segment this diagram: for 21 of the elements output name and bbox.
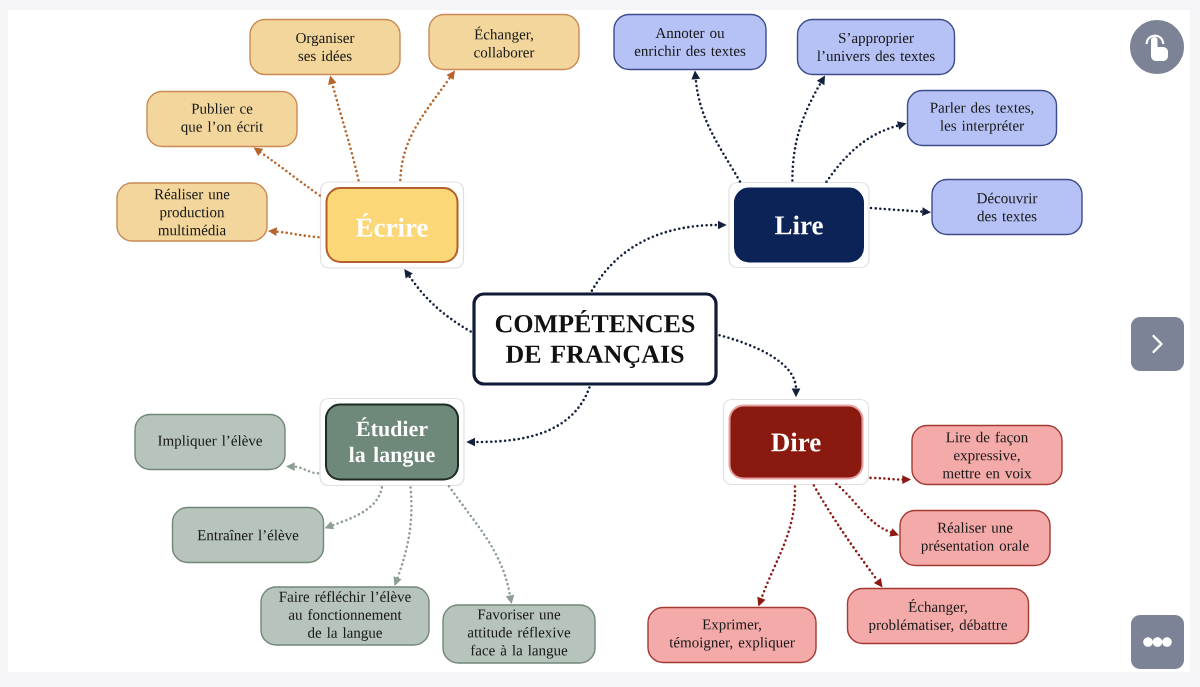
topic-card: Lire <box>728 181 870 269</box>
subtopic-box: Entraîner l’élève <box>171 506 325 564</box>
topic-card: Dire <box>722 398 870 486</box>
subtopic-box: Favoriser une attitude réflexive face à la langue <box>442 604 596 664</box>
subtopic-box: Échanger, problématiser, débattre <box>846 587 1030 645</box>
subtopic-box: Exprimer, témoigner, expliquer <box>647 606 817 664</box>
subtopic-box: Annoter ou enrichir des textes <box>613 13 767 71</box>
subtopic-box: Faire réfléchir l’élève au fonctionnement de la langue <box>260 586 430 646</box>
subtopic-box: Échanger, collaborer <box>428 13 580 71</box>
topic-card: Écrire <box>319 181 465 269</box>
subtopic-box: Réaliser une production multimédia <box>116 182 268 242</box>
subtopic-box: Parler des textes, les interpréter <box>906 89 1058 147</box>
subtopic-box: Organiser ses idées <box>249 18 401 76</box>
subtopic-box: Découvrir des textes <box>931 178 1083 236</box>
subtopic-box: Lire de façon expressive, mettre en voix <box>911 424 1063 486</box>
central-box: COMPÉTENCES DE FRANÇAIS <box>472 292 718 386</box>
subtopic-box: Réaliser une présentation orale <box>899 509 1051 567</box>
topic-card: Étudier la langue <box>319 397 465 487</box>
subtopic-box: Publier ce que l’on écrit <box>146 90 298 148</box>
subtopic-box: S’approprier l’univers des textes <box>796 18 956 76</box>
subtopic-box: Impliquer l’élève <box>134 413 286 471</box>
